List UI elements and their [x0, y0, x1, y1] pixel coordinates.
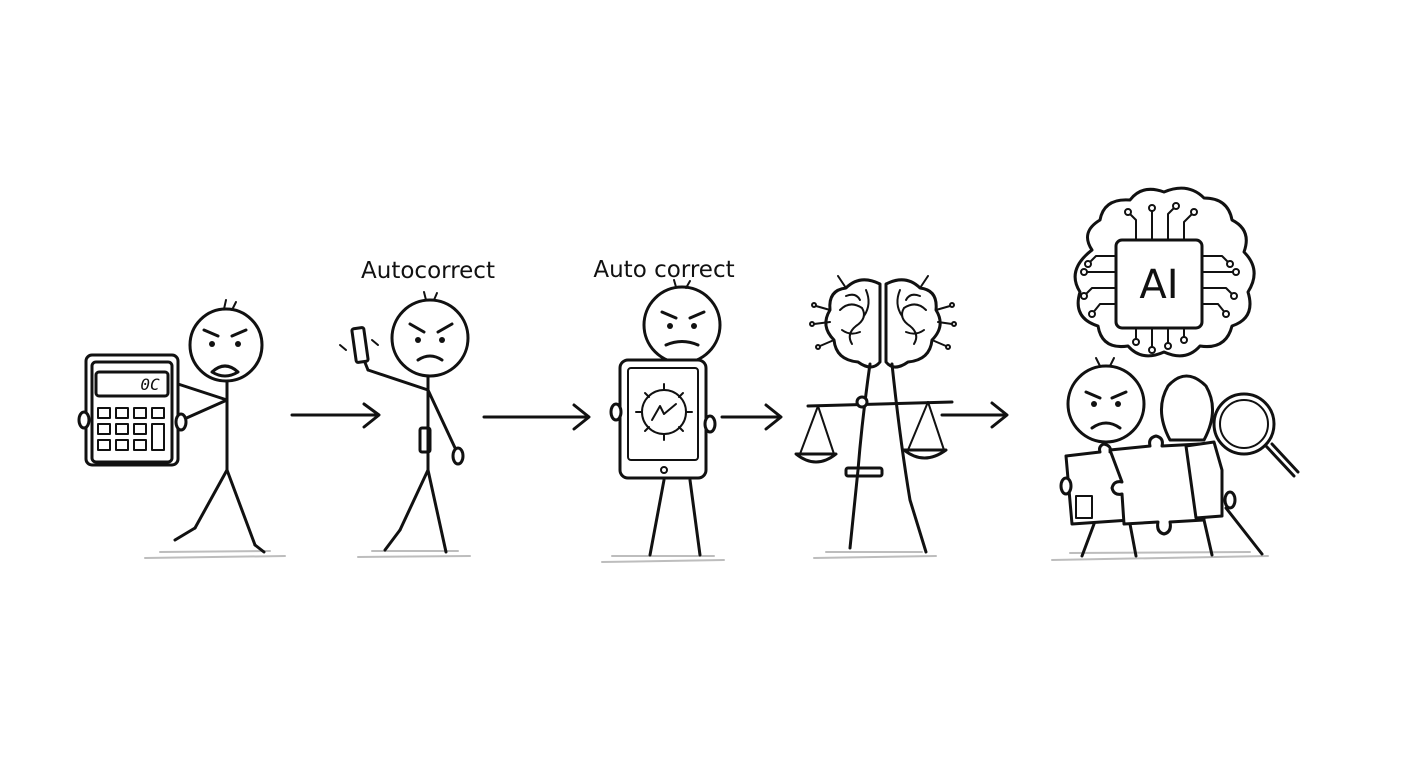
arrow-1 — [290, 402, 381, 429]
tablet-icon — [618, 358, 708, 480]
ai-chip-label: AI — [1139, 262, 1178, 308]
stage-scales — [794, 275, 957, 559]
ai-chip — [1114, 238, 1204, 330]
magnifier-icon — [1212, 392, 1300, 478]
lightbulb-icon — [1160, 374, 1214, 442]
calculator-icon: 0C — [84, 353, 180, 467]
arrow-3 — [720, 403, 783, 431]
stage-autocorrect-2: Auto correct — [593, 257, 735, 563]
stick-figure-head — [390, 298, 470, 378]
stage-autocorrect-1: Autocorrect — [339, 258, 495, 558]
brain-scales-icon — [794, 275, 957, 554]
stage-label-auto-correct: Auto correct — [593, 257, 734, 283]
arrow-2 — [482, 403, 591, 431]
stick-figure-head — [1066, 364, 1146, 444]
stage-label-autocorrect: Autocorrect — [361, 258, 495, 284]
calculator-display: 0C — [140, 375, 160, 394]
stage-ai: AI — [1051, 186, 1300, 561]
stage-calculator: 0C — [77, 299, 286, 559]
arrow-4 — [940, 401, 1009, 429]
ai-brain-icon: AI — [1073, 186, 1256, 358]
phone-icon — [339, 326, 379, 364]
puzzle-icon — [1064, 434, 1224, 536]
stick-figure-head — [642, 285, 722, 365]
stick-figure-head — [188, 307, 264, 383]
